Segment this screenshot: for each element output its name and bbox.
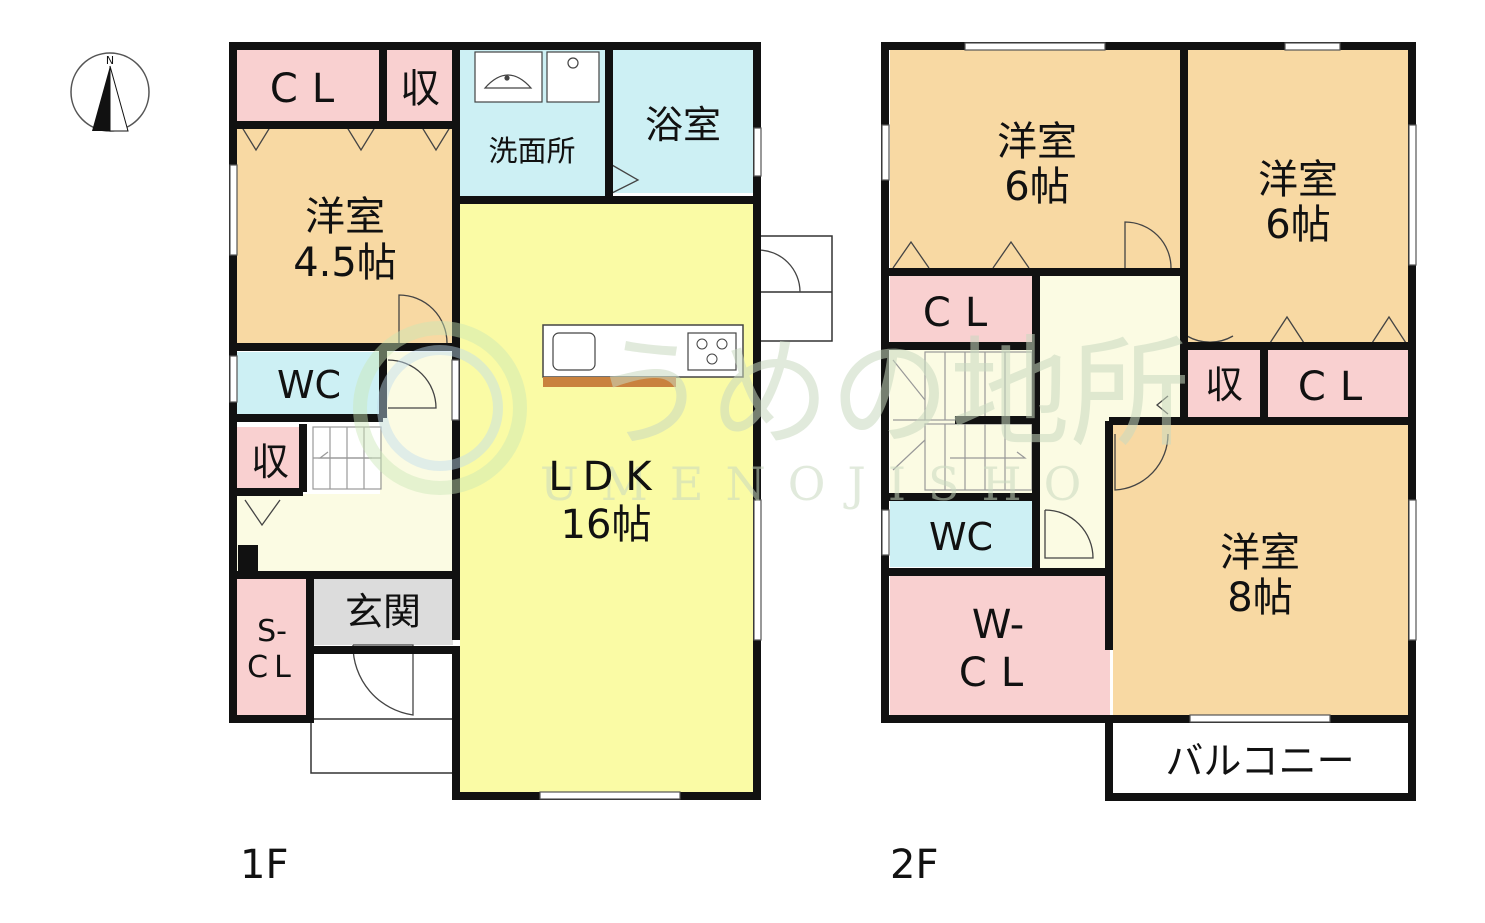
- label-1f-western-size: 4.5帖: [293, 240, 397, 286]
- label-2f-western-b-name: 洋室: [1258, 157, 1338, 203]
- outside-steps: [310, 235, 833, 774]
- room-2f-storage: [1187, 348, 1261, 418]
- floor-2-labels: 洋室 6帖 洋室 6帖 CL 収 CL WC W- CL 洋室 8帖 バルコニー: [923, 119, 1376, 783]
- room-2f-western-c: [1113, 424, 1408, 715]
- room-1f-bath: [612, 50, 753, 193]
- kitchen-counter: [542, 324, 744, 387]
- label-2f-western-a-name: 洋室: [997, 119, 1077, 165]
- label-1f-washroom: 洗面所: [488, 134, 575, 168]
- label-2f-western-c-name: 洋室: [1220, 530, 1300, 576]
- washroom-fixtures: [474, 51, 600, 103]
- floor-1-stairs: [312, 426, 382, 490]
- label-2f-western-b-size: 6帖: [1265, 202, 1330, 248]
- floor-label-1f: 1F: [240, 842, 288, 888]
- label-2f-western-a-size: 6帖: [1004, 164, 1069, 210]
- label-1f-wc: WC: [277, 363, 341, 407]
- floor-1-walls: [229, 42, 761, 800]
- room-1f-cl: [237, 50, 380, 122]
- room-2f-western-b: [1187, 50, 1408, 343]
- label-2f-western-c-size: 8帖: [1227, 575, 1292, 621]
- label-2f-cl-left: CL: [923, 290, 1001, 336]
- label-1f-ldk-name: LDK: [548, 454, 663, 500]
- compass: N: [70, 52, 150, 132]
- room-2f-hall: [1040, 275, 1187, 420]
- room-1f-wc: [237, 352, 380, 414]
- room-2f-cl-left: [890, 275, 1036, 343]
- floor-1-rooms: [237, 50, 753, 792]
- floor-2-windows: [881, 42, 1417, 723]
- floor-1-labels: CL 収 洗面所 浴室 洋室 4.5帖 WC 収 LDK 16帖 玄関 S- C…: [247, 66, 721, 685]
- label-2f-cl-right: CL: [1298, 364, 1376, 410]
- room-2f-hall-lower: [1040, 420, 1110, 570]
- floor-1-doors: [239, 123, 801, 716]
- label-1f-storage-top: 収: [400, 66, 440, 112]
- label-1f-cl: CL: [270, 66, 348, 112]
- label-2f-walkin-1: W-: [972, 602, 1024, 648]
- room-1f-hall-lower: [237, 494, 453, 572]
- label-1f-bath: 浴室: [645, 103, 721, 147]
- room-1f-shoe-closet: [237, 578, 307, 715]
- room-1f-storage-top: [386, 50, 453, 122]
- floor-label-2f: 2F: [890, 842, 938, 888]
- label-1f-western-name: 洋室: [305, 194, 385, 240]
- room-1f-ldk: [460, 204, 753, 792]
- label-1f-storage-mid: 収: [251, 440, 289, 484]
- label-2f-walkin-2: CL: [959, 650, 1037, 696]
- room-2f-walkin-closet: [890, 575, 1110, 715]
- room-2f-cl-right: [1266, 348, 1408, 418]
- label-1f-entrance: 玄関: [345, 590, 421, 634]
- label-1f-shoe-closet-2: CL: [247, 650, 297, 685]
- label-1f-ldk-size: 16帖: [561, 502, 652, 548]
- watermark: うめの地所 UMENOJISHO: [353, 321, 1190, 511]
- floor-1-windows: [229, 127, 762, 800]
- watermark-text: UMENOJISHO: [540, 457, 1103, 511]
- room-2f-western-a: [890, 50, 1182, 270]
- watermark-logo: うめの地所: [590, 325, 1190, 464]
- north-label: N: [106, 54, 114, 67]
- floor-2-rooms: [890, 50, 1408, 794]
- room-1f-storage-mid: [237, 427, 300, 489]
- room-2f-balcony: [1113, 722, 1408, 794]
- room-2f-wc: [890, 500, 1032, 567]
- room-1f-entrance: [313, 573, 453, 645]
- label-2f-storage: 収: [1205, 363, 1243, 407]
- label-2f-balcony: バルコニー: [1165, 739, 1354, 783]
- room-1f-western: [237, 122, 453, 343]
- label-1f-shoe-closet-1: S-: [257, 614, 287, 649]
- label-2f-wc: WC: [929, 515, 993, 559]
